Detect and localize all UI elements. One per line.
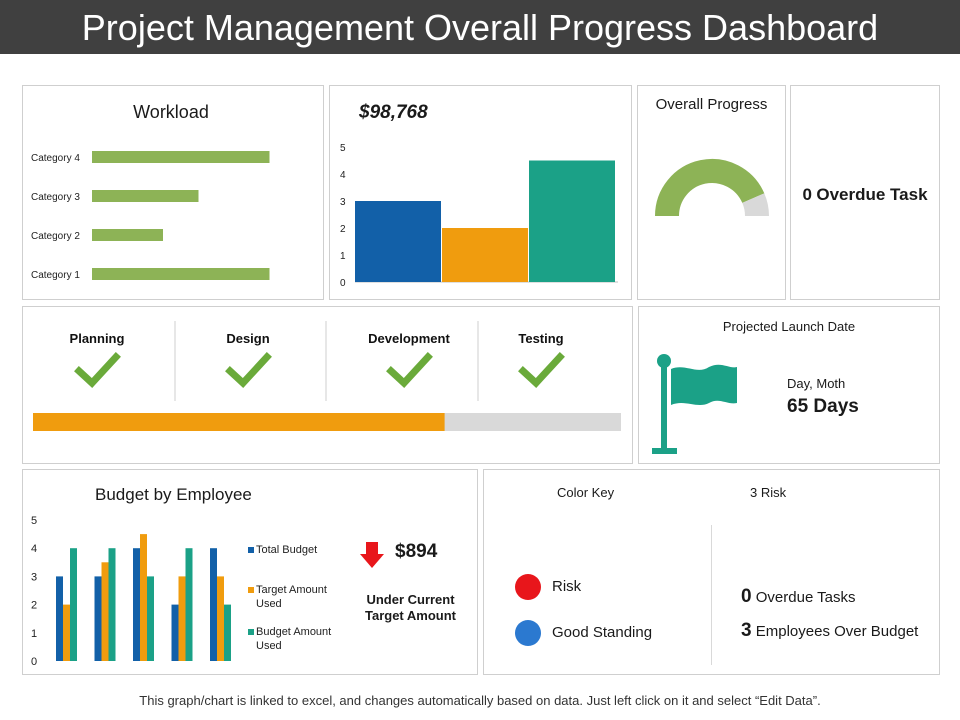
budget-y-tick: 3 — [31, 571, 37, 583]
overdue-panel: 0 Overdue Task — [790, 85, 940, 300]
legend-swatch — [248, 587, 254, 593]
budget-bar — [217, 576, 224, 661]
overall-progress-title: Overall Progress — [655, 96, 768, 113]
progress-fill — [33, 413, 445, 431]
dashboard-title: Project Management Overall Progress Dash… — [0, 0, 960, 54]
budget-amount: $894 — [395, 541, 438, 562]
workload-category-label: Category 2 — [31, 231, 80, 242]
budget-bar — [70, 548, 77, 661]
footer-note: This graph/chart is linked to excel, and… — [139, 693, 821, 708]
budget-bar — [224, 604, 231, 661]
launch-title: Projected Launch Date — [722, 319, 856, 334]
check-icon — [518, 352, 565, 388]
risk-title: 3 Risk — [750, 485, 787, 500]
workload-category-label: Category 1 — [31, 270, 80, 281]
flag-icon — [652, 354, 737, 454]
overdue-text: 0 Overdue Task — [791, 185, 939, 205]
cost-amount: $98,768 — [359, 102, 428, 123]
color-key-divider — [711, 525, 712, 665]
overdue-count: 0 — [802, 185, 812, 204]
budget-y-tick: 5 — [31, 515, 37, 527]
budget-bar — [210, 548, 217, 661]
overdue-label: Overdue Task — [816, 185, 928, 204]
cost-y-tick: 0 — [340, 278, 346, 289]
workload-category-label: Category 4 — [31, 153, 80, 164]
budget-bar — [63, 604, 70, 661]
gauge-remaining-arc — [742, 193, 769, 217]
risk-dot — [515, 574, 541, 600]
color-key-title: Color Key — [557, 485, 615, 500]
launch-panel: Projected Launch Date Day, Moth 65 Days — [638, 306, 940, 464]
budget-y-tick: 1 — [31, 628, 37, 640]
budget-bar — [133, 548, 140, 661]
budget-y-tick: 4 — [31, 543, 37, 555]
cost-bar — [355, 201, 441, 282]
launch-value: 65 Days — [787, 396, 859, 417]
cost-y-tick: 1 — [340, 251, 346, 262]
overdue-tasks-stat: 0 Overdue Tasks — [741, 586, 856, 608]
budget-under-label: Under Current Target Amount — [365, 592, 456, 623]
over-budget-count: 3 — [741, 620, 752, 641]
down-arrow-icon — [360, 542, 384, 568]
good-standing-label: Good Standing — [552, 624, 653, 641]
cost-panel: $98,768 0 1 2 3 4 5 — [329, 85, 632, 300]
budget-bar — [101, 562, 109, 661]
launch-sub: Day, Moth — [787, 376, 846, 391]
color-key-panel: Color Key 3 Risk Risk Good Standing 0 Ov… — [483, 469, 940, 675]
stages-panel: Planning Design Development Testing — [22, 306, 633, 464]
budget-bar — [56, 576, 63, 661]
gauge-progress-arc — [655, 159, 765, 217]
check-icon — [74, 352, 121, 388]
over-budget-label: Employees Over Budget — [755, 623, 919, 640]
workload-chart[interactable]: Category 1 Category 2 Category 3 Category 4 — [23, 86, 323, 299]
stages-graphic: Planning Design Development Testing — [33, 321, 621, 431]
budget-bar — [147, 576, 154, 661]
risk-label: Risk — [552, 578, 582, 595]
legend-swatch — [248, 629, 254, 635]
budget-bar — [178, 576, 186, 661]
good-standing-dot — [515, 620, 541, 646]
budget-bar — [140, 534, 147, 661]
stage-label: Testing — [518, 331, 563, 346]
budget-title: Budget by Employee — [95, 485, 252, 504]
budget-bar — [185, 548, 193, 661]
workload-bar — [92, 229, 163, 241]
overall-progress-gauge[interactable] — [638, 86, 785, 299]
legend-label: Total Budget — [256, 544, 317, 556]
budget-y-tick: 2 — [31, 600, 37, 612]
budget-bar — [108, 548, 116, 661]
cost-y-tick: 4 — [340, 170, 346, 181]
cost-chart[interactable]: 0 1 2 3 4 5 — [330, 86, 631, 299]
budget-bar — [171, 604, 179, 661]
workload-bar — [92, 151, 270, 163]
overall-progress-panel: Overall Progress — [637, 85, 786, 300]
stage-label: Planning — [70, 331, 125, 346]
cost-bar — [529, 160, 615, 282]
budget-y-tick: 0 — [31, 656, 37, 668]
workload-title: Workload — [133, 102, 209, 122]
stage-label: Design — [226, 331, 269, 346]
workload-bar — [92, 190, 199, 202]
cost-y-tick: 5 — [340, 143, 346, 154]
legend-swatch — [248, 547, 254, 553]
stage-label: Development — [368, 331, 450, 346]
cost-y-tick: 3 — [340, 197, 346, 208]
overdue-tasks-label: Overdue Tasks — [755, 589, 856, 606]
over-budget-stat: 3 Employees Over Budget — [741, 620, 918, 642]
check-icon — [386, 352, 433, 388]
overdue-tasks-count: 0 — [741, 586, 752, 607]
check-icon — [225, 352, 272, 388]
budget-bar — [94, 576, 102, 661]
cost-bar — [442, 228, 528, 282]
cost-y-tick: 2 — [340, 224, 346, 235]
workload-bar — [92, 268, 270, 280]
workload-category-label: Category 3 — [31, 192, 80, 203]
